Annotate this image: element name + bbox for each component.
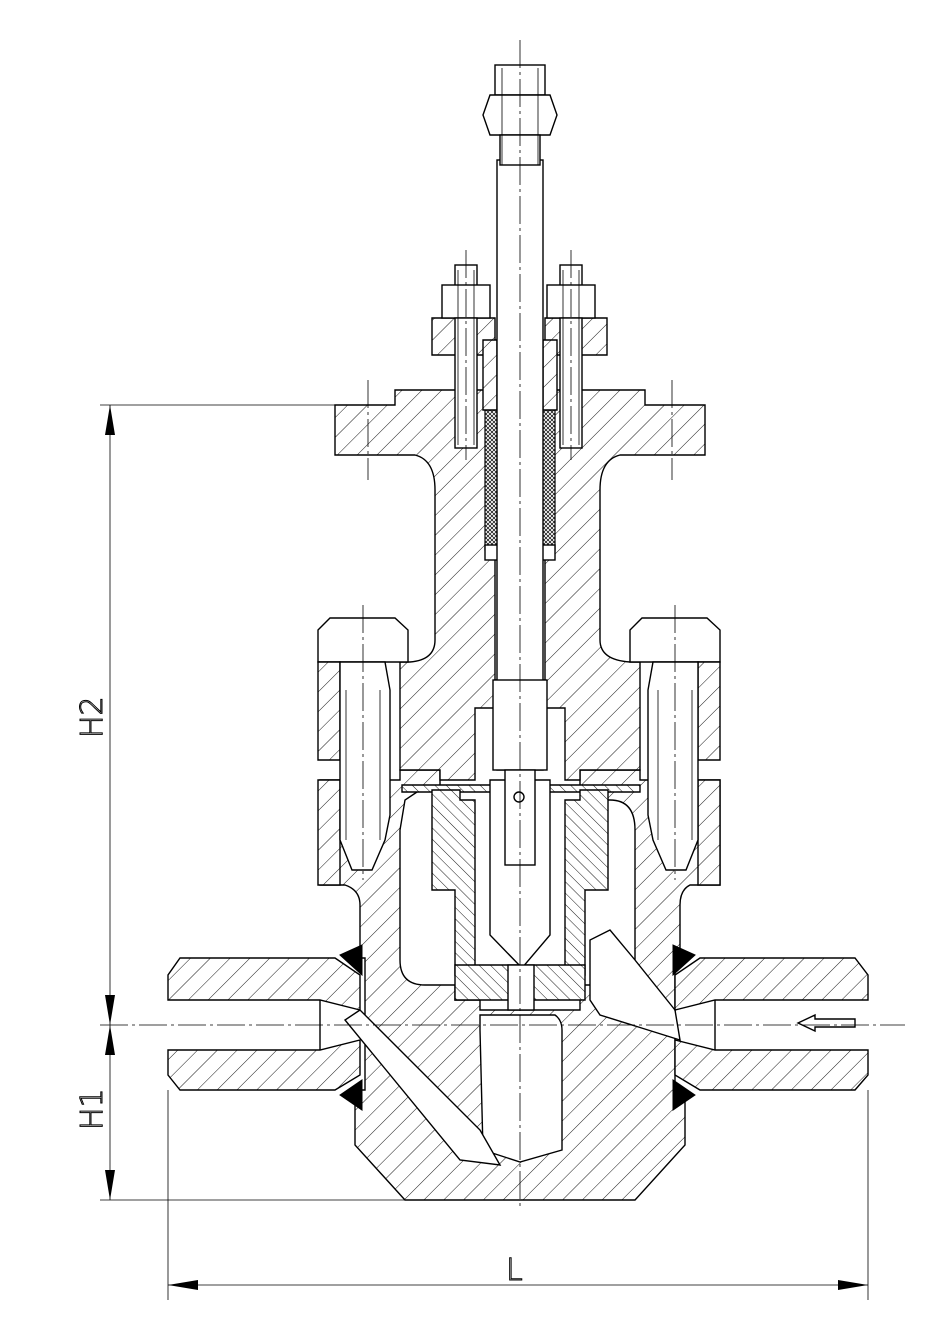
dimension-lines	[100, 404, 869, 1300]
dimension-label-h1: H1	[75, 1088, 110, 1130]
flow-arrow-icon	[796, 1013, 856, 1033]
body-bolt-left	[317, 617, 409, 886]
valve-body	[319, 769, 721, 1201]
pipe-end-left	[167, 944, 363, 1111]
centerlines	[100, 40, 905, 1210]
dimension-label-l: L	[506, 1253, 523, 1288]
pipe-end-right	[672, 944, 869, 1111]
dimension-label-h2: H2	[75, 696, 110, 738]
body-bolt-right	[629, 617, 721, 886]
